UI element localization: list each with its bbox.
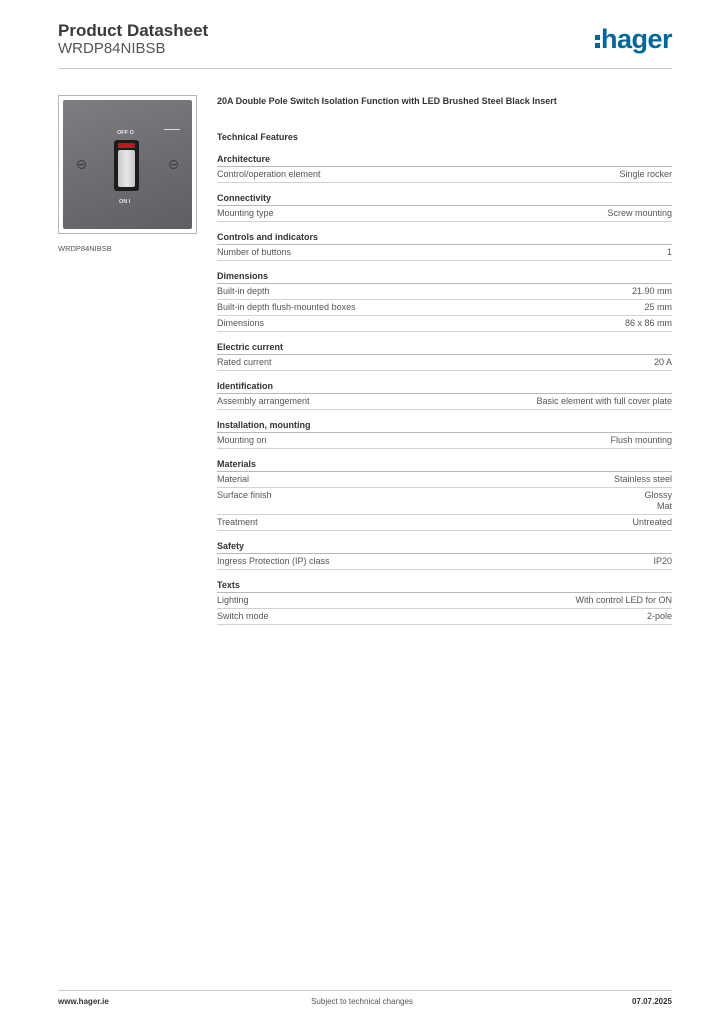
feature-label: Built-in depth [217, 286, 270, 296]
image-caption: WRDP84NIBSB [58, 244, 112, 253]
feature-value: 1 [666, 247, 672, 257]
footer-notice: Subject to technical changes [311, 997, 413, 1006]
feature-value: 2-pole [646, 611, 672, 621]
feature-row: Built-in depth flush-mounted boxes 25 mm [217, 300, 672, 316]
feature-row: Dimensions 86 x 86 mm [217, 316, 672, 332]
feature-value: With control LED for ON [575, 595, 672, 605]
feature-row: Built-in depth 21.90 mm [217, 284, 672, 300]
content-column: 20A Double Pole Switch Isolation Functio… [217, 95, 672, 634]
rocker-frame [114, 140, 139, 191]
feature-label: Number of buttons [217, 247, 292, 257]
rocker-switch [118, 150, 135, 187]
section-title: Installation, mounting [217, 419, 672, 433]
feature-row: Switch mode 2-pole [217, 609, 672, 625]
feature-label: Built-in depth flush-mounted boxes [217, 302, 356, 312]
feature-label: Ingress Protection (IP) class [217, 556, 330, 566]
feature-value: Glossy Mat [644, 490, 672, 511]
switch-symbol-icon [164, 124, 180, 130]
screw-right-icon [169, 160, 178, 169]
section-title: Controls and indicators [217, 231, 672, 245]
feature-value: Basic element with full cover plate [536, 396, 672, 406]
feature-label: Material [217, 474, 250, 484]
feature-row: Rated current 20 A [217, 355, 672, 371]
hager-logo: hager [594, 24, 673, 55]
section-title: Texts [217, 579, 672, 593]
section-title: Identification [217, 380, 672, 394]
feature-row: Control/operation element Single rocker [217, 167, 672, 183]
features-heading: Technical Features [217, 132, 298, 142]
feature-value: 20 A [653, 357, 672, 367]
off-label: OFF O [117, 130, 134, 136]
feature-value: Stainless steel [613, 474, 672, 484]
logo-dots-icon [594, 32, 600, 48]
feature-value: IP20 [653, 556, 672, 566]
footer-website[interactable]: www.hager.ie [58, 997, 109, 1006]
feature-row: Number of buttons 1 [217, 245, 672, 261]
section-title: Architecture [217, 153, 672, 167]
feature-label: Switch mode [217, 611, 269, 621]
feature-row: Treatment Untreated [217, 515, 672, 531]
product-code: WRDP84NIBSB [58, 40, 166, 57]
feature-label: Control/operation element [217, 169, 321, 179]
feature-value: Single rocker [619, 169, 672, 179]
page-title: Product Datasheet [58, 21, 209, 40]
screw-left-icon [77, 160, 86, 169]
feature-label: Dimensions [217, 318, 265, 328]
section-title: Connectivity [217, 192, 672, 206]
feature-label: Assembly arrangement [217, 396, 310, 406]
product-title: 20A Double Pole Switch Isolation Functio… [217, 96, 557, 106]
section-title: Safety [217, 540, 672, 554]
section-title: Materials [217, 458, 672, 472]
feature-value: 86 x 86 mm [624, 318, 672, 328]
feature-row: Mounting on Flush mounting [217, 433, 672, 449]
logo-text: hager [600, 24, 673, 54]
feature-value: Flush mounting [610, 435, 672, 445]
feature-row: Surface finish Glossy Mat [217, 488, 672, 515]
feature-row: Ingress Protection (IP) class IP20 [217, 554, 672, 570]
feature-row: Mounting type Screw mounting [217, 206, 672, 222]
feature-row: Assembly arrangement Basic element with f… [217, 394, 672, 410]
header-divider [58, 68, 672, 69]
feature-label: Mounting on [217, 435, 267, 445]
feature-value: Untreated [632, 517, 672, 527]
section-title: Electric current [217, 341, 672, 355]
feature-value: Screw mounting [607, 208, 672, 218]
feature-label: Surface finish [217, 490, 272, 500]
feature-value: 25 mm [644, 302, 672, 312]
footer-date: 07.07.2025 [631, 997, 672, 1006]
led-indicator [118, 143, 135, 148]
feature-row: Material Stainless steel [217, 472, 672, 488]
feature-label: Treatment [217, 517, 258, 527]
section-title: Dimensions [217, 270, 672, 284]
footer-divider [58, 990, 672, 991]
feature-row: Lighting With control LED for ON [217, 593, 672, 609]
feature-label: Mounting type [217, 208, 274, 218]
on-label: ON I [119, 199, 131, 205]
product-image: OFF O ON I [58, 95, 197, 234]
feature-value: 21.90 mm [631, 286, 672, 296]
feature-label: Rated current [217, 357, 272, 367]
switch-plate: OFF O ON I [63, 100, 192, 229]
feature-label: Lighting [217, 595, 249, 605]
